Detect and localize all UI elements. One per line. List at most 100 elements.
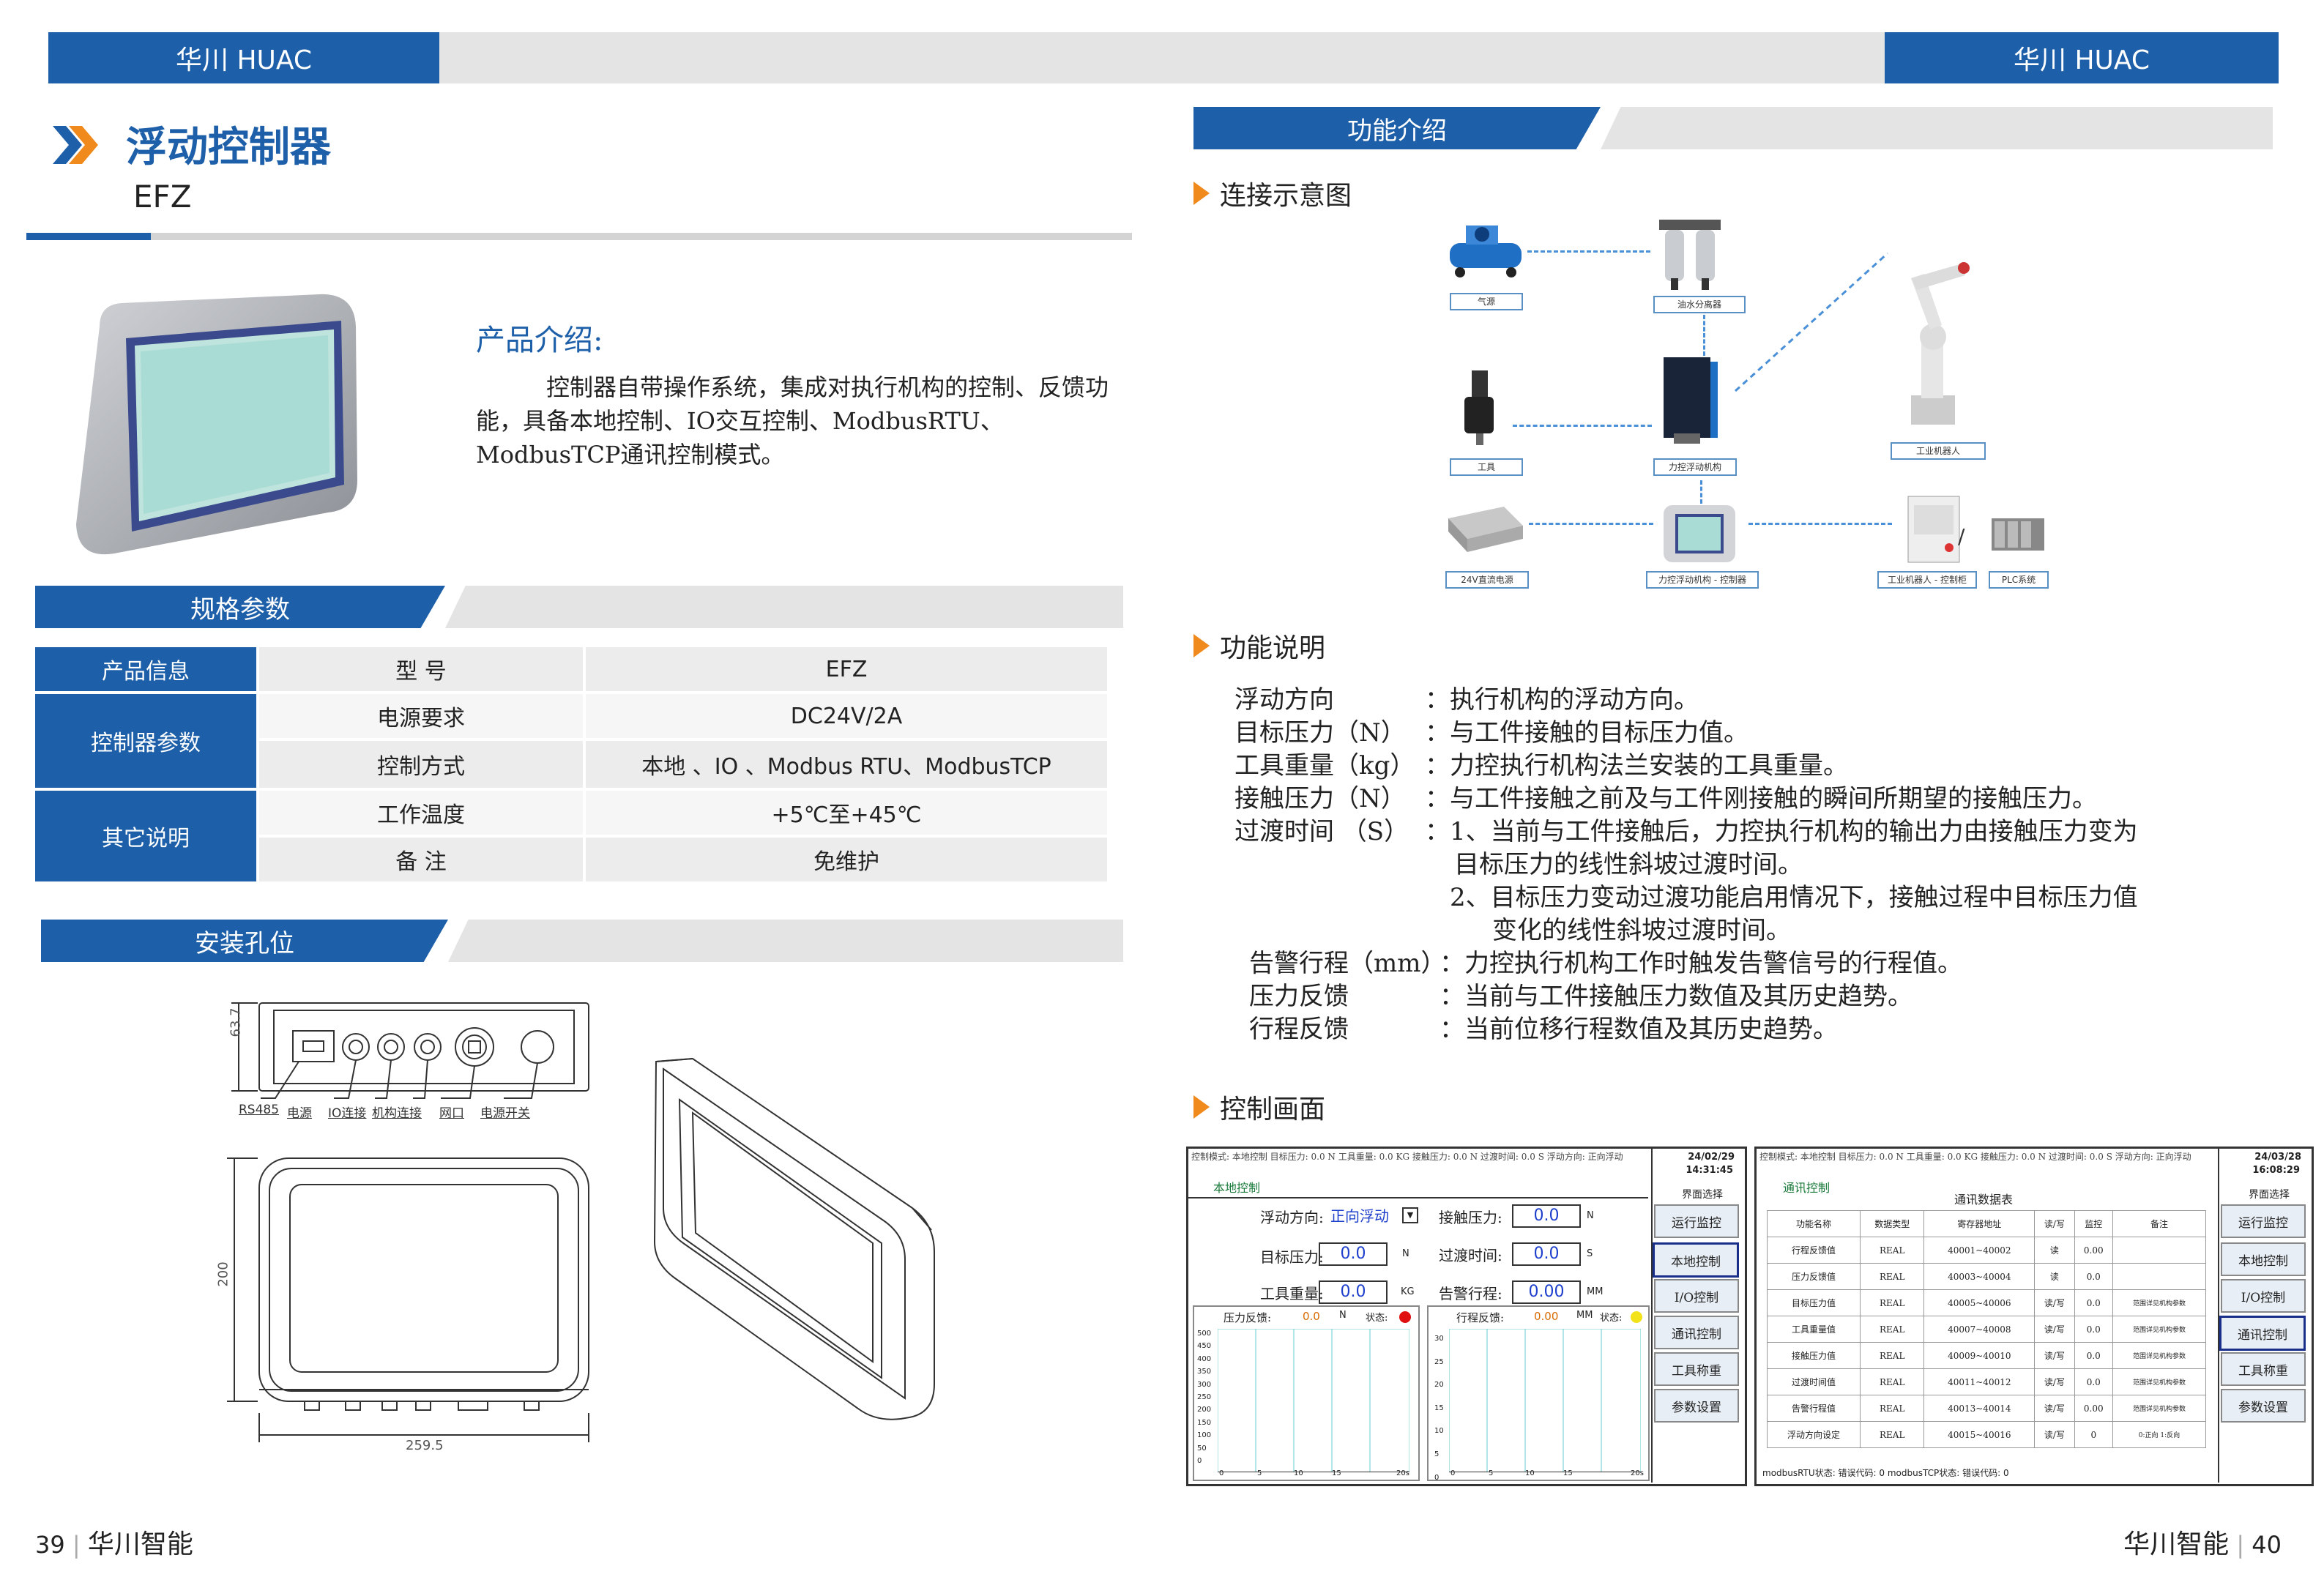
unit-n: N bbox=[1587, 1210, 1594, 1221]
page-number-right: 华川智能 | 40 bbox=[2123, 1523, 2282, 1561]
desc-title: 功能说明 bbox=[1220, 633, 1326, 663]
brand-bar-right: 华川 HUAC bbox=[1885, 32, 2279, 83]
table-row: 备 注 免维护 bbox=[34, 835, 1110, 884]
list-item: 接触压力（N）：与工件接触之前及与工件刚接触的瞬间所期望的接触压力。 bbox=[1234, 784, 2097, 813]
x-tick: 15 bbox=[1332, 1469, 1341, 1477]
port-label-mechanism: 机构连接 bbox=[372, 1106, 422, 1121]
oil-water-separator-icon bbox=[1659, 220, 1721, 290]
triangle-bullet-icon bbox=[1193, 182, 1210, 205]
spec-key: 型 号 bbox=[256, 644, 586, 694]
plc-icon bbox=[1992, 518, 2044, 551]
page-number-left: 39 | 华川智能 bbox=[35, 1523, 193, 1561]
node-controller: 力控浮动机构 - 控制器 bbox=[1646, 571, 1759, 589]
hmi-mode-label: 通讯控制 bbox=[1783, 1181, 1830, 1195]
btn-comm-control[interactable]: 通讯控制 bbox=[2219, 1316, 2306, 1351]
list-item: 变化的线性斜坡过渡时间。 bbox=[1492, 916, 1791, 945]
controller-icon bbox=[1664, 505, 1735, 562]
label-tool-weight: 工具重量: bbox=[1260, 1285, 1324, 1302]
hmi-time: 14:31:45 bbox=[1686, 1165, 1733, 1176]
installation-drawing bbox=[227, 1002, 935, 1442]
x-tick: 15 bbox=[1563, 1469, 1573, 1477]
target-pressure-input[interactable]: 0.0 bbox=[1319, 1242, 1388, 1266]
separator: | bbox=[72, 1531, 81, 1559]
status-red-indicator bbox=[1399, 1311, 1411, 1323]
controller-product-image bbox=[76, 294, 357, 555]
btn-tool-weighing[interactable]: 工具称重 bbox=[1654, 1352, 1739, 1386]
spec-value: +5℃至+45℃ bbox=[583, 788, 1110, 838]
list-item: 2、目标压力变动过渡功能启用情况下，接触过程中目标压力值 bbox=[1450, 883, 2138, 912]
label-transition-time: 过渡时间: bbox=[1439, 1247, 1502, 1264]
x-tick: 20s bbox=[1396, 1469, 1409, 1477]
btn-local-control[interactable]: 本地控制 bbox=[2221, 1242, 2306, 1276]
btn-io-control[interactable]: I/O控制 bbox=[1654, 1279, 1739, 1313]
transition-time-input[interactable]: 0.0 bbox=[1512, 1242, 1581, 1266]
node-separator: 油水分离器 bbox=[1653, 296, 1746, 313]
page-number: 39 bbox=[35, 1531, 65, 1559]
function-list: 浮动方向：执行机构的浮动方向。 目标压力（N）：与工件接触的目标压力值。 工具重… bbox=[1234, 684, 2138, 1046]
list-item: 目标压力的线性斜坡过渡时间。 bbox=[1454, 850, 1803, 879]
spec-category: 其它说明 bbox=[32, 788, 259, 884]
hmi-date: 24/03/28 bbox=[2254, 1152, 2301, 1163]
spec-value: DC24V/2A bbox=[583, 691, 1110, 741]
btn-local-control[interactable]: 本地控制 bbox=[1653, 1242, 1739, 1278]
hmi-status-line: 控制模式: 本地控制 目标压力: 0.0 N 工具重量: 0.0 KG 接触压力… bbox=[1191, 1152, 1623, 1162]
industrial-robot-icon bbox=[1911, 262, 1970, 425]
x-tick: 20s bbox=[1631, 1469, 1644, 1477]
float-direction-value[interactable]: 正向浮动 bbox=[1330, 1207, 1389, 1225]
btn-comm-control[interactable]: 通讯控制 bbox=[1654, 1316, 1739, 1349]
product-model: EFZ bbox=[133, 179, 192, 215]
dim-height-front: 200 bbox=[215, 1261, 231, 1287]
func-heading: 功能介绍 bbox=[1193, 107, 1601, 149]
node-robot-cabinet: 工业机器人 - 控制柜 bbox=[1877, 571, 1977, 589]
btn-run-monitor[interactable]: 运行监控 bbox=[1654, 1204, 1739, 1238]
table-row: 产品信息 型 号 EFZ bbox=[32, 644, 1110, 694]
x-tick: 10 bbox=[1294, 1469, 1303, 1477]
spec-key: 备 注 bbox=[256, 835, 586, 884]
list-item: 工具重量（kg）：力控执行机构法兰安装的工具重量。 bbox=[1234, 751, 1848, 780]
intro-body: 控制器自带操作系统，集成对执行机构的控制、反馈功能，具备本地控制、IO交互控制、… bbox=[476, 373, 1109, 469]
robot-cabinet-icon bbox=[1907, 496, 1960, 563]
label-pressure-feedback: 压力反馈: bbox=[1224, 1311, 1272, 1324]
install-section-header: 安装孔位 bbox=[41, 920, 1123, 962]
chevron-icon bbox=[53, 126, 98, 164]
unit-kg: KG bbox=[1401, 1286, 1415, 1297]
spec-value: 免维护 bbox=[583, 835, 1110, 884]
separator: | bbox=[2236, 1531, 2245, 1559]
pressure-feedback-value: 0.0 bbox=[1303, 1310, 1320, 1323]
hmi-menu-title: 界面选择 bbox=[2249, 1189, 2290, 1201]
brand-bar-gray-right bbox=[1150, 32, 1885, 83]
btn-param-settings[interactable]: 参数设置 bbox=[2221, 1389, 2306, 1423]
btn-run-monitor[interactable]: 运行监控 bbox=[2221, 1204, 2306, 1238]
table-row: 其它说明 工作温度 +5℃至+45℃ bbox=[32, 788, 1110, 884]
ctrl-subtitle: 控制画面 bbox=[1193, 1088, 1325, 1126]
btn-io-control[interactable]: I/O控制 bbox=[2221, 1279, 2306, 1313]
travel-feedback-value: 0.00 bbox=[1534, 1310, 1559, 1323]
spec-value: EFZ bbox=[583, 644, 1110, 694]
alarm-travel-input[interactable]: 0.00 bbox=[1512, 1280, 1581, 1304]
unit-s: S bbox=[1587, 1248, 1593, 1259]
port-label-io: IO连接 bbox=[328, 1106, 367, 1121]
label-alarm-travel: 告警行程: bbox=[1439, 1285, 1502, 1302]
brand-bar-left: 华川 HUAC bbox=[48, 32, 439, 83]
tool-weight-input[interactable]: 0.0 bbox=[1319, 1280, 1388, 1304]
node-power-supply: 24V直流电源 bbox=[1445, 571, 1529, 589]
list-item: 压力反馈：当前与工件接触压力数值及其历史趋势。 bbox=[1249, 982, 1913, 1011]
dropdown-arrow-icon[interactable]: ▼ bbox=[1402, 1207, 1418, 1223]
btn-tool-weighing[interactable]: 工具称重 bbox=[2221, 1352, 2306, 1386]
page-number: 40 bbox=[2252, 1531, 2282, 1559]
contact-pressure-input[interactable]: 0.0 bbox=[1512, 1204, 1581, 1228]
btn-param-settings[interactable]: 参数设置 bbox=[1654, 1389, 1739, 1423]
spec-key: 控制方式 bbox=[256, 738, 586, 791]
spec-key: 电源要求 bbox=[256, 691, 586, 741]
port-label-network: 网口 bbox=[439, 1106, 464, 1121]
desc-subtitle: 功能说明 bbox=[1193, 627, 1325, 665]
hmi-time: 16:08:29 bbox=[2252, 1165, 2300, 1176]
unit-n: N bbox=[1402, 1248, 1409, 1259]
label-target-pressure: 目标压力: bbox=[1260, 1248, 1324, 1266]
node-air-source: 气源 bbox=[1450, 293, 1523, 310]
